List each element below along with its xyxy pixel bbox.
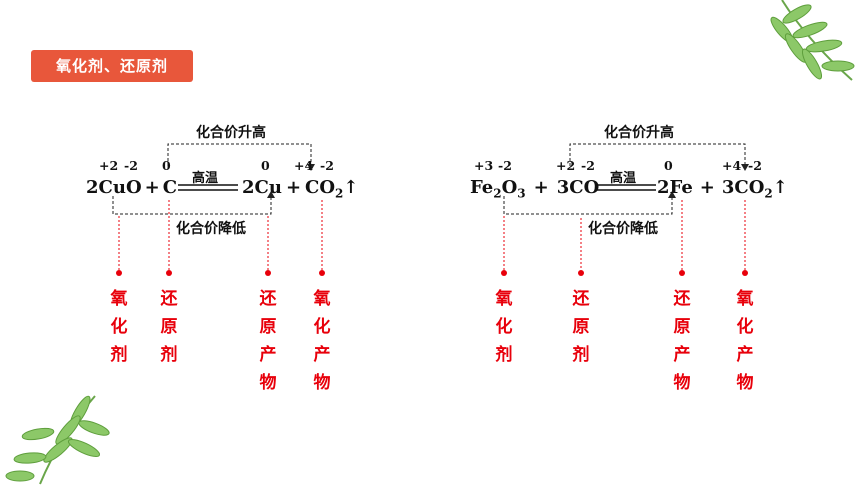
- condition-1: 高温: [192, 171, 219, 186]
- valence-c-1: 0: [162, 158, 171, 173]
- leaf-decoration-bottom-left-icon: [5, 395, 110, 485]
- role-reduction-product-1: 还原产物: [259, 289, 277, 393]
- role-reducing-agent-2: 还原剂: [572, 289, 590, 365]
- fall-label-2: 化合价降低: [588, 221, 658, 237]
- role-oxidizing-agent-2: 氧化剂: [495, 289, 513, 365]
- valence-c-product-1: +4: [294, 158, 314, 173]
- equation-1: 2CuO+C: [86, 177, 178, 198]
- valence-cu-product-1: 0: [261, 158, 270, 173]
- role-reducing-agent-1: 还原剂: [160, 289, 178, 365]
- rise-arrowhead-2: [741, 164, 749, 171]
- valence-fe-2: +3: [474, 158, 494, 173]
- valence-o-co-2: -2: [581, 158, 595, 173]
- valence-fe-product-2: 0: [664, 158, 673, 173]
- fall-bracket-2: [503, 196, 673, 215]
- rise-label-2: 化合价升高: [604, 125, 674, 141]
- role-oxidation-product-1: 氧化产物: [313, 289, 331, 393]
- valence-o-product-1: -2: [320, 158, 334, 173]
- valence-o-product-2: -2: [748, 158, 762, 173]
- equation-1-products: 2Cu+CO2↑: [242, 177, 359, 201]
- valence-cu-1: +2: [99, 158, 119, 173]
- valence-o-1: -2: [124, 158, 138, 173]
- leaf-decoration-top-right-icon: [770, 0, 855, 81]
- valence-c-product-2: +4: [722, 158, 742, 173]
- rise-bracket-2: [569, 143, 746, 166]
- condition-2: 高温: [610, 171, 637, 186]
- role-reduction-product-2: 还原产物: [673, 289, 691, 393]
- section-title: 氧化剂、还原剂: [31, 50, 193, 82]
- rise-label-1: 化合价升高: [196, 125, 266, 141]
- rise-bracket-1: [167, 143, 312, 166]
- valence-c-2: +2: [556, 158, 576, 173]
- fall-arrowhead-2: [668, 191, 676, 198]
- valence-o-2: -2: [498, 158, 512, 173]
- fall-bracket-1: [112, 196, 272, 215]
- role-oxidation-product-2: 氧化产物: [736, 289, 754, 393]
- rise-arrowhead-1: [307, 164, 315, 171]
- role-oxidizing-agent-1: 氧化剂: [110, 289, 128, 365]
- equation-2-products: 2Fe+3CO2↑: [657, 177, 788, 201]
- equation-2: Fe2O3+3CO: [470, 177, 600, 201]
- fall-label-1: 化合价降低: [176, 221, 246, 237]
- fall-arrowhead-1: [267, 191, 275, 198]
